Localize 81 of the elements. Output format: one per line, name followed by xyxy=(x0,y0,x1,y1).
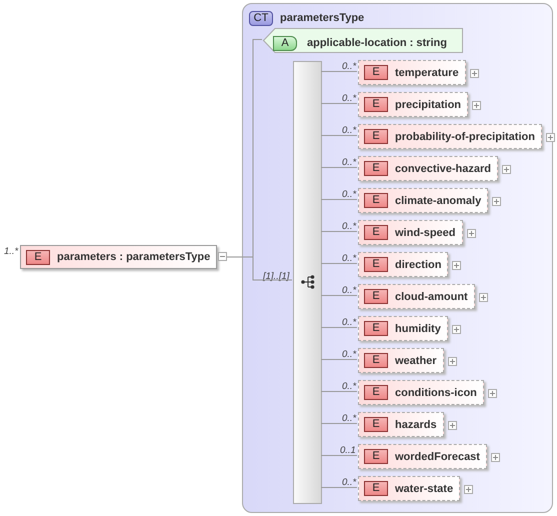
connector-line xyxy=(320,295,358,296)
element-name: wordedForecast xyxy=(395,450,480,462)
element-type-tag: E xyxy=(364,161,388,176)
cardinality-label: 1..* xyxy=(4,246,18,257)
element-box xyxy=(358,220,463,245)
connector-line xyxy=(320,359,358,360)
element-type-tag: E xyxy=(364,193,388,208)
element-box xyxy=(358,380,484,405)
element-name: cloud-amount xyxy=(395,290,468,302)
complex-type-card xyxy=(242,3,553,513)
complex-type-tag: CT xyxy=(249,11,273,26)
element-type-tag: E xyxy=(364,129,388,144)
element-name: precipitation xyxy=(395,98,462,110)
element-box xyxy=(358,188,488,213)
connector-line xyxy=(320,327,358,328)
cardinality-label: 0..* xyxy=(342,189,356,200)
element-box xyxy=(358,316,448,341)
element-box xyxy=(20,245,218,269)
element-type-tag: E xyxy=(364,225,388,240)
cardinality-label: 0..* xyxy=(342,381,356,392)
element-box xyxy=(358,156,498,181)
element-name: water-state xyxy=(395,482,454,494)
element-name: humidity xyxy=(395,322,441,334)
element-type-tag: E xyxy=(364,289,388,304)
connector-line xyxy=(320,231,358,232)
element-type-tag: E xyxy=(364,97,388,112)
cardinality-label: 0..* xyxy=(342,157,356,168)
connector-line xyxy=(320,423,358,424)
connector-line xyxy=(320,167,358,168)
cardinality-label: 0..* xyxy=(342,477,356,488)
connector-line xyxy=(320,487,358,488)
element-type-tag: E xyxy=(364,257,388,272)
element-name: convective-hazard xyxy=(395,162,491,174)
attribute-box xyxy=(263,28,463,53)
connector-line xyxy=(320,263,358,264)
connector-line xyxy=(320,135,358,136)
element-box xyxy=(358,412,444,437)
element-name: climate-anomaly xyxy=(395,194,482,206)
element-name: conditions-icon xyxy=(395,386,477,398)
element-box xyxy=(358,252,448,277)
cardinality-label: 0..* xyxy=(342,61,356,72)
element-type-tag: E xyxy=(364,417,388,432)
cardinality-label: 0..* xyxy=(342,221,356,232)
element-name: probability-of-precipitation xyxy=(395,130,535,142)
connector-line xyxy=(320,71,358,72)
cardinality-label: 0..* xyxy=(342,349,356,360)
element-type-tag: E xyxy=(364,385,388,400)
cardinality-label: 0..* xyxy=(342,413,356,424)
element-box xyxy=(358,60,466,85)
cardinality-label: 0..* xyxy=(342,253,356,264)
element-box xyxy=(358,124,542,149)
element-type-tag: E xyxy=(364,353,388,368)
sequence-bar xyxy=(293,61,322,504)
element-type-tag: E xyxy=(364,65,388,80)
element-name: parameters : parametersType xyxy=(57,251,210,263)
cardinality-label: 0..* xyxy=(342,125,356,136)
element-box xyxy=(358,444,487,469)
attribute-name: applicable-location : string xyxy=(307,37,447,49)
attribute-type-tag: A xyxy=(273,36,297,51)
element-type-tag: E xyxy=(26,250,50,264)
element-box xyxy=(358,92,468,117)
element-name: hazards xyxy=(395,418,437,430)
type-name: parametersType xyxy=(280,12,364,24)
cardinality-label: 0..* xyxy=(342,285,356,296)
cardinality-label: 0..* xyxy=(342,93,356,104)
connector-line xyxy=(320,391,358,392)
element-box xyxy=(358,476,460,501)
element-type-tag: E xyxy=(364,449,388,464)
element-type-tag: E xyxy=(364,481,388,496)
element-box xyxy=(358,284,475,309)
connector-line xyxy=(320,455,358,456)
connector-line xyxy=(320,103,358,104)
cardinality-label: 0..1 xyxy=(340,445,356,456)
element-name: wind-speed xyxy=(395,226,456,238)
element-box xyxy=(358,348,444,373)
cardinality-label: 0..* xyxy=(342,317,356,328)
element-type-tag: E xyxy=(364,321,388,336)
connector-line xyxy=(320,199,358,200)
element-name: weather xyxy=(395,354,437,366)
element-name: temperature xyxy=(395,66,459,78)
element-name: direction xyxy=(395,258,442,270)
